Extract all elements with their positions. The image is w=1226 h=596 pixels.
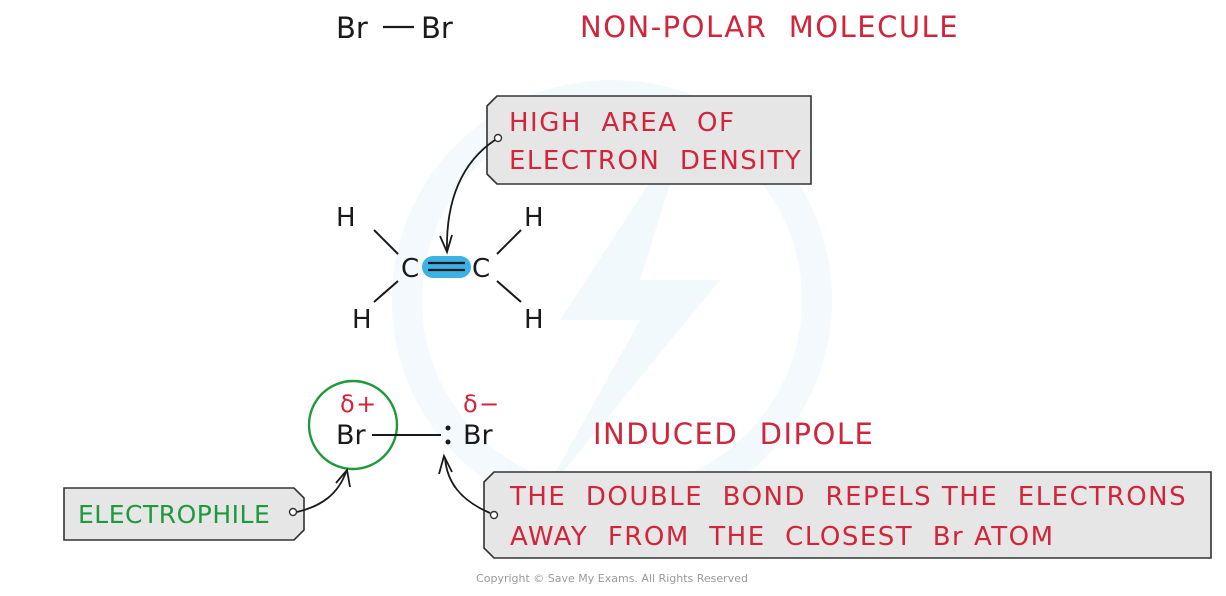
delta-minus: δ− (463, 390, 501, 418)
br-atom-left: Br (336, 11, 368, 45)
bond-c-h-bottom-left (373, 280, 399, 303)
h-top-right: H (524, 203, 544, 233)
bond-c-h-top-left (373, 229, 399, 255)
ethene-molecule: H H H H C C (336, 203, 544, 335)
repulsion-callout: THE DOUBLE BOND REPELS THE ELECTRONS AWA… (438, 453, 1212, 559)
electrophile-arrow (296, 471, 347, 513)
bond-c-h-bottom-right (496, 280, 522, 303)
electron-density-callout-box (486, 95, 812, 185)
electron-density-line-2: ELECTRON DENSITY (509, 146, 802, 176)
electron-density-callout: HIGH AREA OF ELECTRON DENSITY (439, 95, 812, 255)
br-atom-right: Br (421, 11, 453, 45)
h-bottom-right: H (524, 305, 544, 335)
br-delta-minus: Br (463, 420, 494, 451)
carbon-left: C (401, 254, 419, 284)
bond-c-h-top-right (496, 229, 522, 255)
electrophile-circle (307, 379, 399, 471)
electrophile-pin-icon (288, 507, 298, 517)
induced-dipole-bromine: δ+ Br δ− Br INDUCED DIPOLE (307, 379, 874, 471)
electrophile-label: ELECTROPHILE (78, 500, 270, 529)
lone-pair-dot-top (445, 425, 451, 431)
induced-dipole-label: INDUCED DIPOLE (593, 417, 874, 451)
double-bond-highlight (422, 256, 471, 278)
lone-pair-dot-bottom (445, 439, 451, 445)
br-delta-plus: Br (336, 420, 367, 451)
callout-pin-icon (493, 133, 503, 143)
carbon-right: C (472, 254, 490, 284)
delta-plus: δ+ (340, 390, 378, 418)
repulsion-arrowhead (438, 453, 453, 475)
repulsion-line-1: THE DOUBLE BOND REPELS THE ELECTRONS (509, 482, 1187, 512)
repulsion-arrow (444, 457, 491, 514)
electron-density-arrow (446, 139, 496, 251)
repulsion-line-2: AWAY FROM THE CLOSEST Br ATOM (510, 522, 1055, 552)
electrophile-callout: ELECTROPHILE (63, 467, 351, 541)
bromine-molecule: Br Br NON-POLAR MOLECULE (336, 10, 959, 45)
electron-density-line-1: HIGH AREA OF (509, 108, 735, 138)
electrophile-arrowhead (335, 467, 351, 488)
electron-density-arrowhead (439, 234, 453, 255)
copyright-text: Copyright © Save My Exams. All Rights Re… (476, 572, 748, 585)
h-top-left: H (336, 203, 356, 233)
electrophile-callout-box (63, 487, 305, 541)
non-polar-label: NON-POLAR MOLECULE (580, 10, 959, 44)
h-bottom-left: H (352, 305, 372, 335)
repulsion-pin-icon (489, 510, 499, 520)
repulsion-callout-box (483, 471, 1212, 559)
